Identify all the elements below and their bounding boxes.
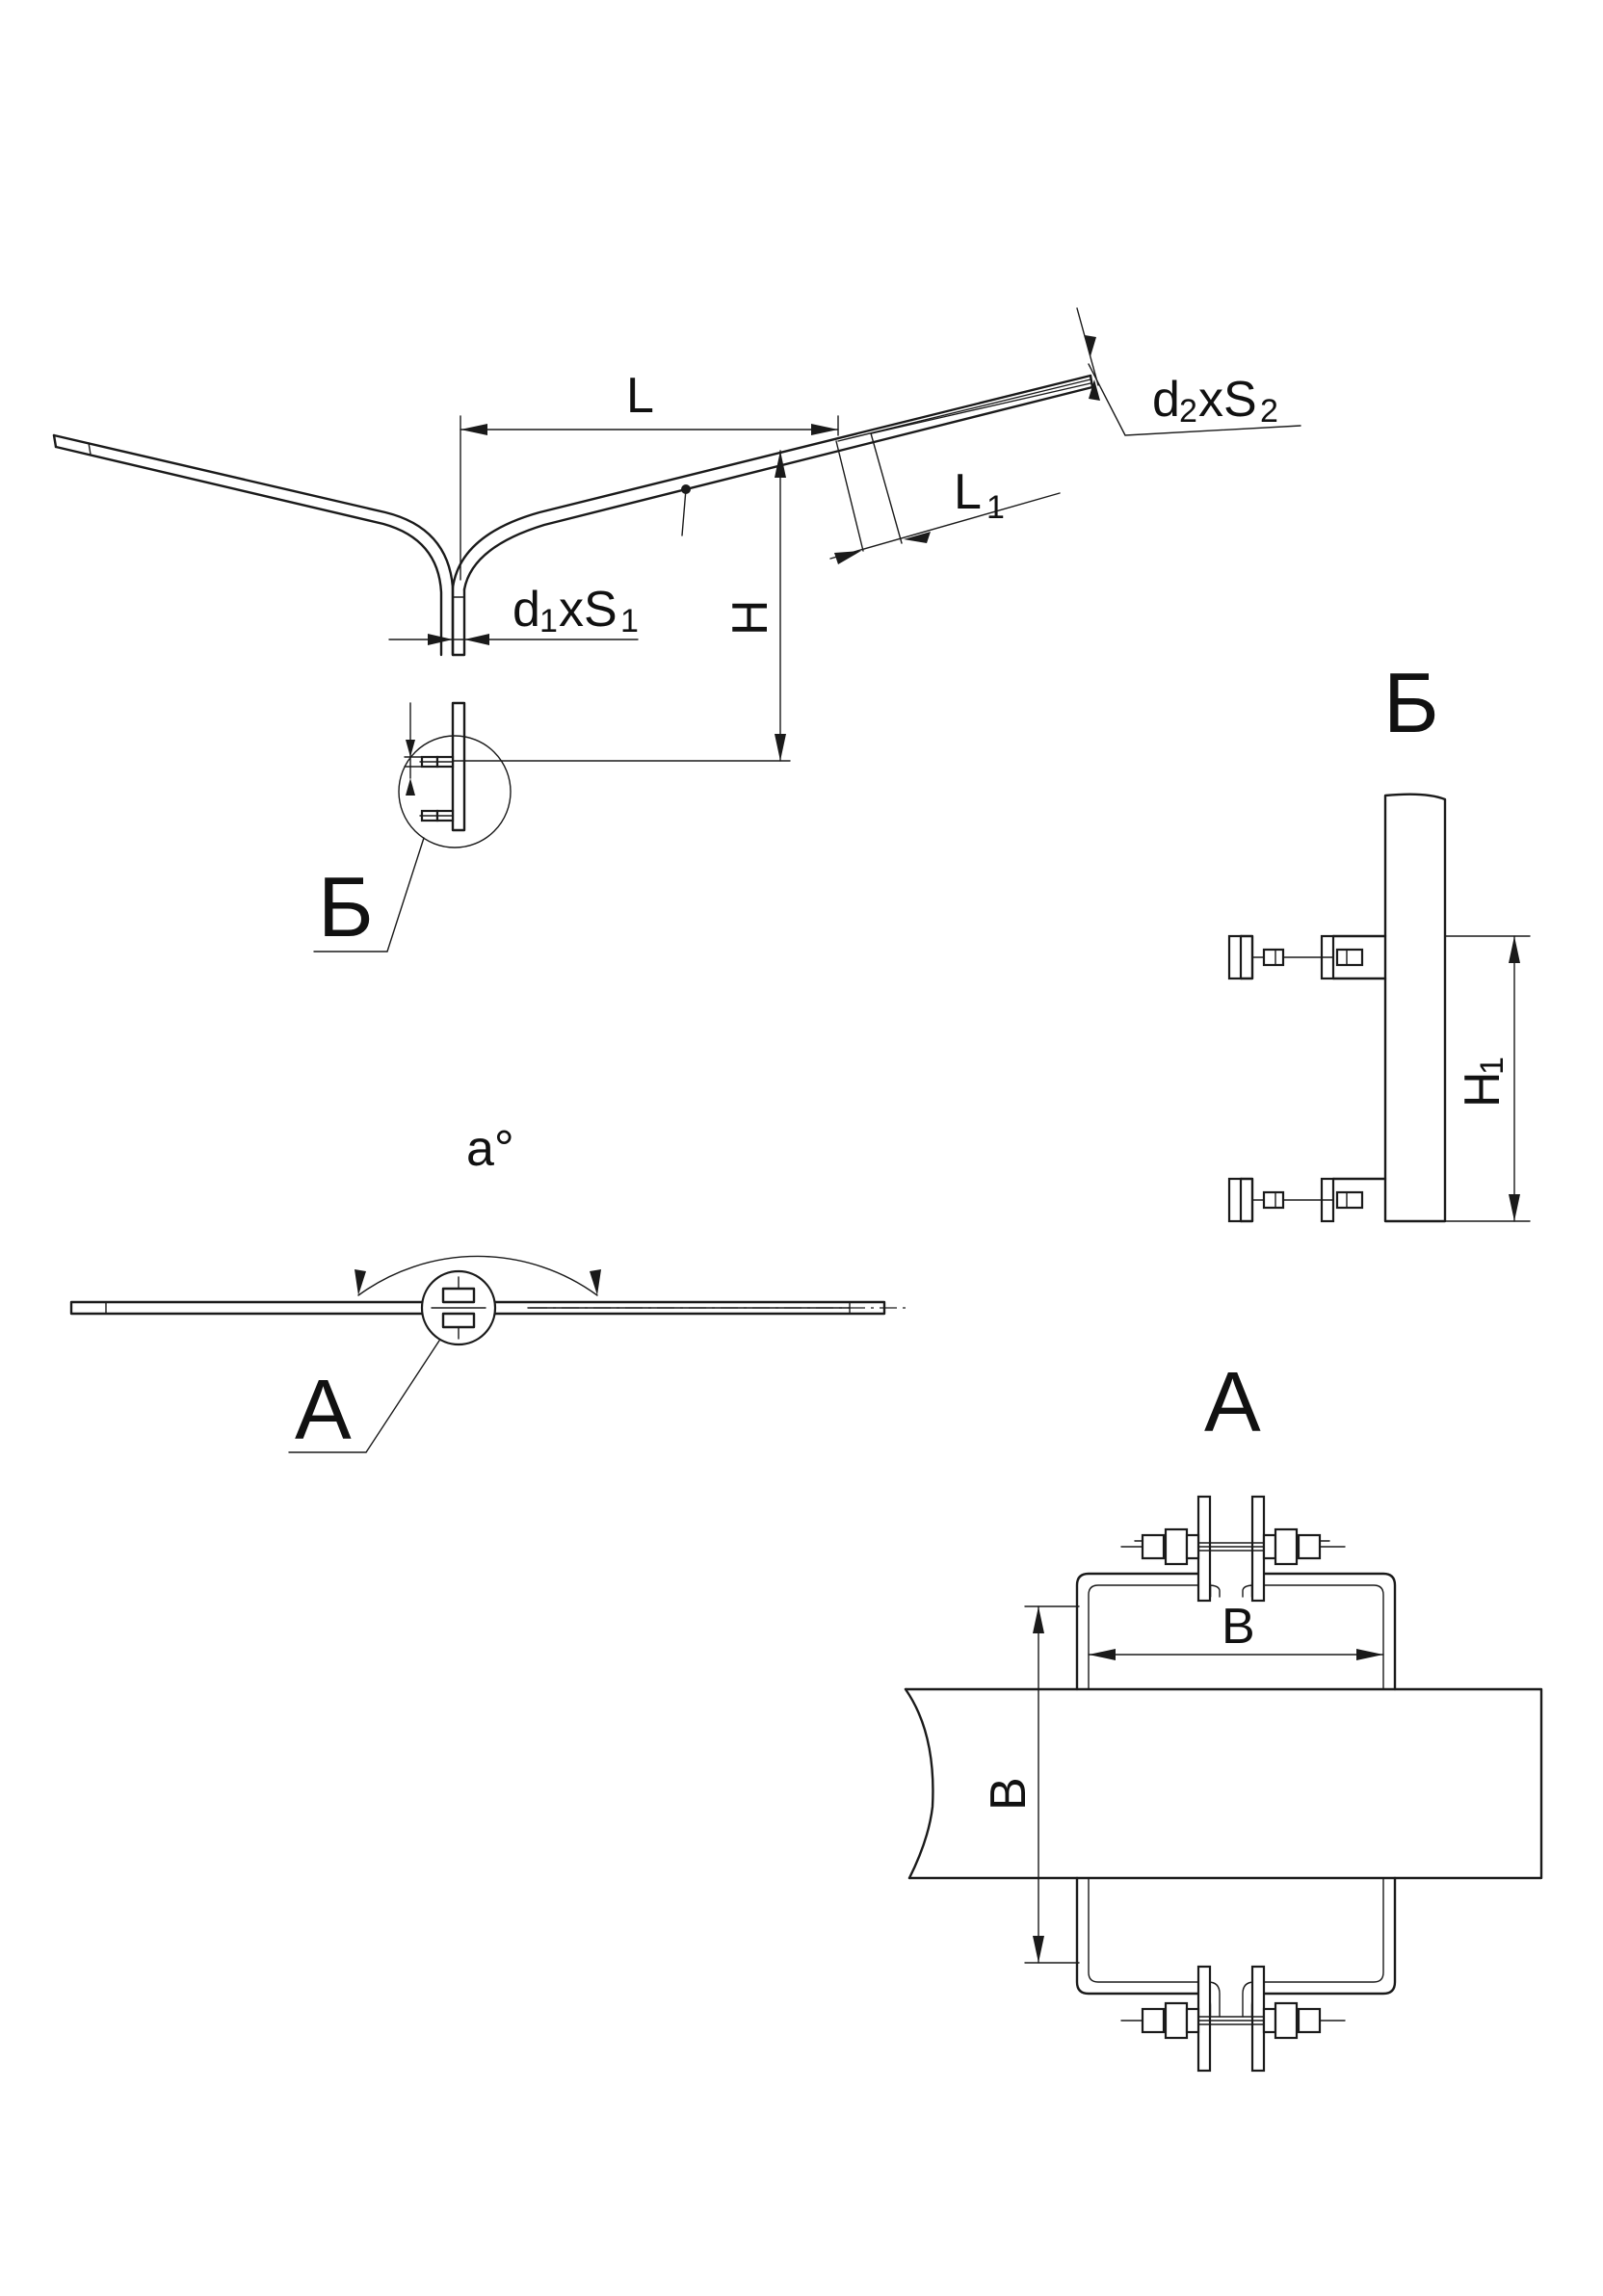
dimension-H: H	[440, 450, 791, 762]
label-L: L	[626, 368, 654, 424]
label-L1-sub: 1	[986, 489, 1005, 526]
label-H1: H	[1455, 1071, 1511, 1108]
upper-clamp	[1227, 934, 1387, 980]
detail-circle-B	[398, 735, 512, 848]
label-B-height: В	[981, 1777, 1037, 1811]
callout-B: Б	[318, 859, 374, 954]
label-H1-sub: 1	[1474, 1057, 1511, 1075]
dimension-d1xS1: d 1 xS 1	[388, 582, 639, 645]
lower-clamp	[1227, 1177, 1387, 1223]
plan-view: a° А	[69, 1121, 906, 1457]
dimension-d2xS2: d 2 xS 2	[1076, 307, 1301, 436]
label-xS1: xS	[559, 582, 618, 638]
label-xS2: xS	[1198, 372, 1257, 428]
view-A-detail: А	[904, 1354, 1543, 2073]
title-view-B: Б	[1383, 655, 1439, 750]
side-view-small: Б	[313, 701, 512, 954]
top-bolt-assembly	[1120, 1495, 1346, 1603]
y-bracket-front-view	[52, 374, 1094, 657]
label-L1: L	[954, 464, 982, 520]
label-d1-sub: 1	[539, 603, 558, 639]
label-H: H	[723, 599, 778, 636]
dimension-L: L	[460, 368, 839, 581]
label-S2-sub: 2	[1260, 393, 1278, 430]
dimension-L1: L 1	[829, 432, 1061, 564]
label-d2: d	[1152, 372, 1180, 428]
label-d2-sub: 2	[1179, 393, 1197, 430]
bottom-bolt-assembly	[1120, 1965, 1346, 2073]
label-d1: d	[512, 582, 540, 638]
label-S1-sub: 1	[620, 603, 639, 639]
label-B-width: В	[1222, 1599, 1255, 1655]
callout-A: А	[295, 1362, 352, 1457]
label-angle: a°	[466, 1121, 514, 1177]
title-view-A: А	[1204, 1354, 1261, 1449]
view-B-detail: Б	[1227, 655, 1531, 1223]
